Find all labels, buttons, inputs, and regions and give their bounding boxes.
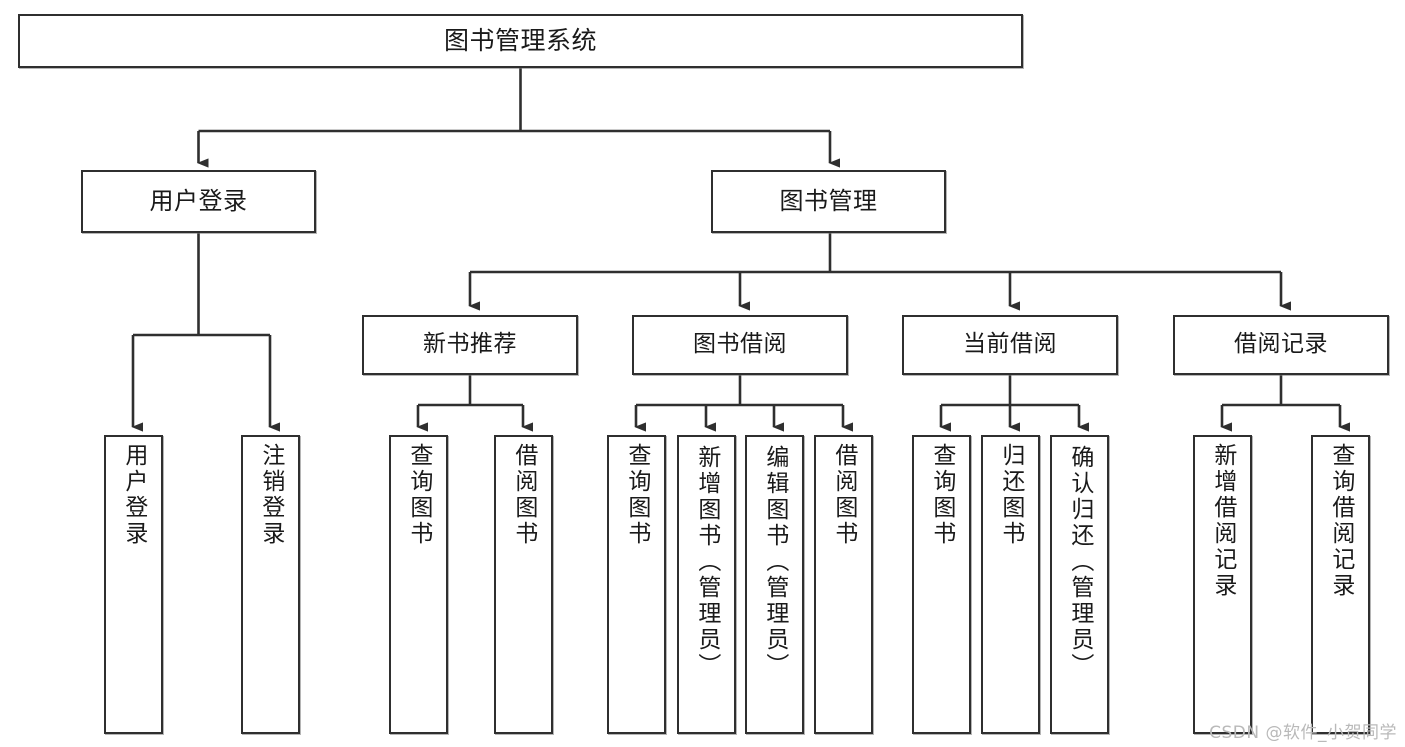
node-label: 查询图书 <box>405 443 432 547</box>
node-label: 编辑图书（管理员） <box>761 445 788 679</box>
csdn-watermark: CSDN @软件_小贺同学 <box>1209 723 1397 743</box>
node-label: 图书借阅 <box>693 331 787 358</box>
leaf-query-book-borrow[interactable]: 查询图书 <box>607 435 666 734</box>
node-label: 查询图书 <box>623 443 650 547</box>
node-label: 用户登录 <box>120 443 147 547</box>
node-label: 新增借阅记录 <box>1209 443 1236 599</box>
node-book-borrow[interactable]: 图书借阅 <box>632 315 848 375</box>
node-label: 当前借阅 <box>963 331 1057 358</box>
node-label: 查询图书 <box>928 443 955 547</box>
leaf-add-borrow-record[interactable]: 新增借阅记录 <box>1193 435 1252 734</box>
node-label: 新增图书（管理员） <box>693 445 720 679</box>
node-label: 图书管理 <box>779 187 878 216</box>
node-label: 图书管理系统 <box>443 26 597 56</box>
node-book-manage[interactable]: 图书管理 <box>711 170 946 233</box>
node-new-book-recommend[interactable]: 新书推荐 <box>362 315 578 375</box>
leaf-return-book[interactable]: 归还图书 <box>981 435 1040 734</box>
node-label: 新书推荐 <box>423 331 517 358</box>
leaf-add-book-admin[interactable]: 新增图书（管理员） <box>677 435 736 734</box>
leaf-borrow-book-borrow[interactable]: 借阅图书 <box>814 435 873 734</box>
node-current-borrow[interactable]: 当前借阅 <box>902 315 1118 375</box>
leaf-user-login[interactable]: 用户登录 <box>104 435 163 734</box>
leaf-borrow-book-recommend[interactable]: 借阅图书 <box>494 435 553 734</box>
node-label: 查询借阅记录 <box>1327 443 1354 599</box>
node-borrow-record[interactable]: 借阅记录 <box>1173 315 1389 375</box>
node-label: 借阅图书 <box>830 443 857 547</box>
node-label: 借阅图书 <box>510 443 537 547</box>
leaf-confirm-return-admin[interactable]: 确认归还（管理员） <box>1050 435 1109 734</box>
node-label: 归还图书 <box>997 443 1024 547</box>
node-label: 借阅记录 <box>1234 331 1328 358</box>
node-label: 注销登录 <box>257 443 284 547</box>
leaf-edit-book-admin[interactable]: 编辑图书（管理员） <box>745 435 804 734</box>
leaf-logout-login[interactable]: 注销登录 <box>241 435 300 734</box>
node-root-book-management-system[interactable]: 图书管理系统 <box>18 14 1023 68</box>
node-label: 用户登录 <box>149 187 248 216</box>
leaf-query-borrow-record[interactable]: 查询借阅记录 <box>1311 435 1370 734</box>
leaf-query-book-recommend[interactable]: 查询图书 <box>389 435 448 734</box>
node-user-login[interactable]: 用户登录 <box>81 170 316 233</box>
leaf-query-book-current[interactable]: 查询图书 <box>912 435 971 734</box>
node-label: 确认归还（管理员） <box>1066 445 1093 679</box>
